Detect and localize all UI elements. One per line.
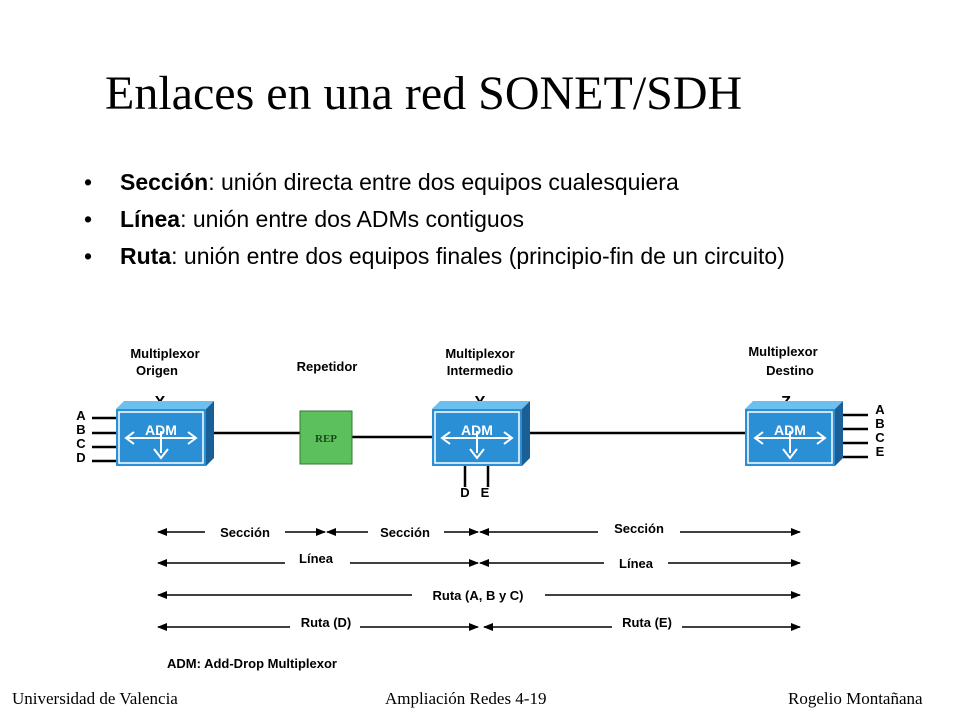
bullet-term: Sección [120, 169, 209, 195]
intermediate-label-line2: Intermedio [447, 363, 514, 378]
port-b-dest: B [875, 416, 884, 431]
port-c-dest: C [875, 430, 885, 445]
bullet-list: • Sección: unión directa entre dos equipo… [84, 166, 785, 277]
port-e-dest: E [876, 444, 885, 459]
adm-z-icon: ADM [744, 400, 844, 467]
adm-z-label: ADM [774, 422, 806, 438]
port-e-drop: E [481, 485, 490, 500]
ruta-abc-span: Ruta (A, B y C) [157, 588, 801, 603]
legend-adm: ADM: Add-Drop Multiplexor [167, 656, 337, 671]
footer-left: Universidad de Valencia [12, 689, 178, 708]
bullet-linea: • Línea: unión entre dos ADMs contiguos [84, 203, 785, 240]
seccion-label-1: Sección [220, 525, 270, 540]
destination-label-line2: Destino [766, 363, 814, 378]
port-b: B [76, 422, 85, 437]
bullet-term: Línea [120, 206, 181, 232]
repeater-device-label: REP [315, 433, 337, 445]
bullet-seccion: • Sección: unión directa entre dos equipo… [84, 166, 785, 203]
intermediate-ports: D E [460, 466, 490, 500]
ruta-e-label: Ruta (E) [622, 615, 672, 630]
intermediate-label-line1: Multiplexor [445, 346, 514, 361]
origin-label-line2: Origen [136, 363, 178, 378]
seccion-label-2: Sección [380, 525, 430, 540]
linea-label-2: Línea [619, 556, 654, 571]
origin-ports: A B C D [76, 408, 116, 465]
bullet-dot: • [84, 243, 93, 269]
footer-right: Rogelio Montañana [788, 689, 923, 708]
footer-center: Ampliación Redes 4-19 [385, 689, 547, 708]
bullet-dot: • [84, 206, 93, 232]
bullet-text: : unión directa entre dos equipos cuales… [208, 169, 679, 195]
adm-y-icon: ADM [431, 400, 531, 467]
port-a: A [76, 408, 86, 423]
port-d: D [76, 450, 85, 465]
ruta-e-span: Ruta (E) [483, 615, 801, 631]
destination-label-line1: Multiplexor [748, 344, 817, 359]
port-c: C [76, 436, 86, 451]
linea-span-1: Línea [157, 551, 479, 567]
ruta-d-label: Ruta (D) [301, 615, 352, 630]
bullet-text: : unión entre dos ADMs contiguos [180, 206, 524, 232]
linea-span-2: Línea [479, 556, 801, 571]
adm-x-icon: ADM [115, 400, 215, 467]
port-d-drop: D [460, 485, 469, 500]
bullet-text: : unión entre dos equipos finales (princ… [171, 243, 785, 269]
repeater-icon: REP [299, 410, 353, 465]
bullet-term: Ruta [120, 243, 172, 269]
bullet-ruta: • Ruta: unión entre dos equipos finales (… [84, 240, 785, 277]
seccion-span-3: Sección [479, 521, 801, 536]
ruta-d-span: Ruta (D) [157, 615, 479, 631]
linea-label-1: Línea [299, 551, 334, 566]
port-a-dest: A [875, 402, 885, 417]
seccion-span-2: Sección [326, 525, 479, 540]
adm-y-label: ADM [461, 422, 493, 438]
repeater-label: Repetidor [297, 359, 358, 374]
ruta-abc-label: Ruta (A, B y C) [433, 588, 524, 603]
destination-ports: A B C E [843, 402, 885, 459]
adm-x-label: ADM [145, 422, 177, 438]
bullet-dot: • [84, 169, 93, 195]
seccion-span-1: Sección [157, 525, 326, 540]
origin-label-line1: Multiplexor [130, 346, 199, 361]
seccion-label-3: Sección [614, 521, 664, 536]
slide-title: Enlaces en una red SONET/SDH [105, 67, 743, 120]
